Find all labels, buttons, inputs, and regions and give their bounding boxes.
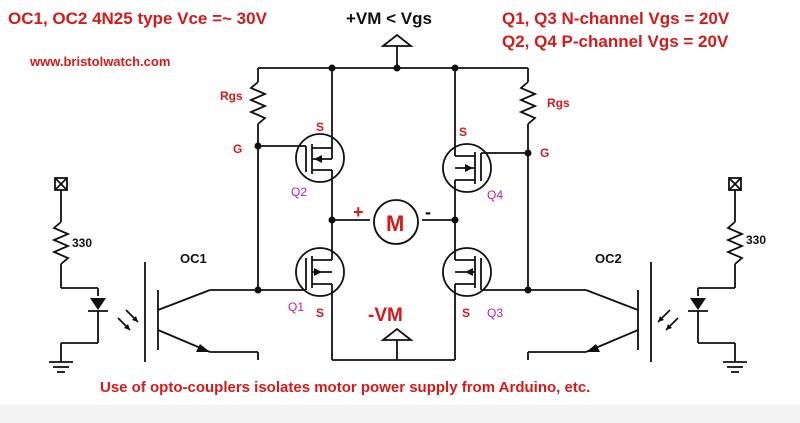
r330-left-resistor [51,221,71,288]
gate-right-label: G [540,146,549,160]
supply-negative-symbol [380,327,414,360]
q4-mosfet [442,68,532,220]
rgs-right-label: Rgs [547,96,570,110]
q1-mosfet [254,220,345,360]
supply-negative-label: -VM [368,305,403,326]
right-title-line1: Q1, Q3 N-channel Vgs = 20V [502,9,730,28]
r330-right-label: 330 [746,233,766,247]
left-input-terminal [54,177,68,222]
supply-positive-label: +VM < Vgs [346,9,432,28]
oc2-optocoupler [527,262,735,362]
oc1-optocoupler [61,262,259,362]
q2-label: Q2 [291,185,307,199]
left-title: OC1, OC2 4N25 type Vce =~ 30V [8,9,268,28]
supply-positive-symbol [380,33,414,68]
rgs-left-label: Rgs [220,89,243,103]
q1-source-label: S [316,306,324,320]
q3-source-label: S [462,306,470,320]
r330-left-label: 330 [72,236,92,250]
motor-minus-label: - [425,202,431,222]
right-title-line2: Q2, Q4 P-channel Vgs = 20V [502,32,729,51]
motor-label: M [386,211,404,236]
q4-label: Q4 [487,188,503,202]
page-bottom-strip [0,405,800,423]
right-ground [723,343,747,373]
q2-source-label: S [316,120,324,134]
q2-mosfet [254,68,345,220]
oc1-label: OC1 [180,251,207,266]
rgs-right-resistor [518,68,538,290]
r330-right-resistor [725,221,745,288]
website-label: www.bristolwatch.com [29,54,170,69]
q3-label: Q3 [487,306,503,320]
q3-mosfet [442,220,532,360]
q1-label: Q1 [288,300,304,314]
q4-source-label: S [459,125,467,139]
rgs-left-resistor [248,68,268,290]
left-ground [49,343,73,373]
footer-caption: Use of opto-couplers isolates motor powe… [100,379,590,396]
oc2-label: OC2 [595,251,622,266]
top-rail [258,64,528,72]
gate-left-label: G [233,142,242,156]
motor-plus-label: + [353,202,364,222]
right-input-terminal [728,177,742,222]
